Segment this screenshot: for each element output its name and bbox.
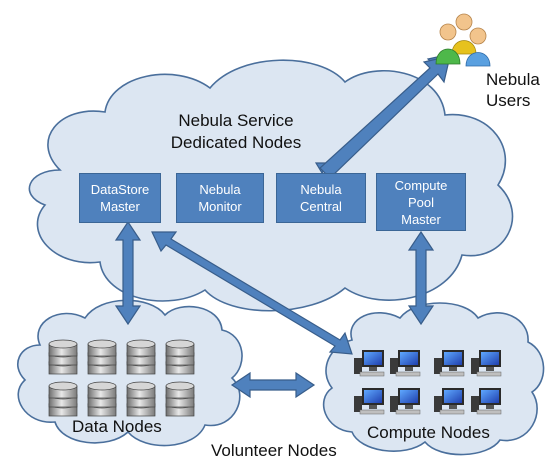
database-icon [165, 339, 195, 375]
users-label: Nebula Users [486, 69, 540, 111]
arrow-datastore-computenodes [151, 231, 353, 355]
computer-icon [390, 350, 421, 377]
compute-pool-master-line2: Pool [407, 194, 435, 210]
users-group-icon [435, 13, 491, 67]
database-icon [87, 339, 117, 375]
computer-icon [434, 350, 465, 377]
compute-nodes-label: Compute Nodes [367, 423, 490, 442]
computer-icon [354, 350, 385, 377]
volunteer-nodes-label: Volunteer Nodes [211, 441, 337, 460]
database-icons [48, 339, 195, 417]
nebula-central-box: Nebula Central [276, 173, 366, 223]
compute-pool-master-box: Compute Pool Master [376, 173, 466, 231]
database-icon [126, 339, 156, 375]
data-nodes-label: Data Nodes [72, 417, 162, 436]
nebula-central-line1: Nebula [300, 182, 342, 197]
arrow-central-to-users [319, 55, 451, 179]
computer-icon [471, 350, 502, 377]
datastore-master-line1: DataStore [90, 182, 150, 197]
nebula-monitor-line2: Monitor [198, 199, 242, 214]
nebula-central-line2: Central [300, 199, 342, 214]
computer-icons [354, 350, 502, 415]
service-cloud [28, 59, 514, 312]
users-label-line1: Nebula [486, 70, 540, 89]
compute-nodes-cloud [322, 302, 545, 456]
nebula-monitor-box: Nebula Monitor [176, 173, 264, 223]
compute-pool-master-line3: Master [401, 211, 441, 227]
datastore-master-line2: Master [100, 199, 140, 214]
users-label-line2: Users [486, 91, 531, 110]
arrow-data-compute [230, 371, 316, 399]
nebula-monitor-line1: Nebula [199, 182, 241, 197]
service-cloud-title-line1: Nebula Service [178, 111, 294, 130]
database-icon [126, 381, 156, 417]
arrow-pool-computenodes [407, 230, 435, 326]
computer-icon [471, 388, 502, 415]
database-icon [48, 339, 78, 375]
service-cloud-title-line2: Dedicated Nodes [170, 133, 302, 152]
compute-pool-master-line1: Compute [394, 177, 448, 193]
service-cloud-title: Nebula Service Dedicated Nodes [166, 110, 306, 154]
database-icon [48, 381, 78, 417]
datastore-master-box: DataStore Master [79, 173, 161, 223]
database-icon [87, 381, 117, 417]
computer-icon [354, 388, 385, 415]
arrow-datastore-datanodes [114, 220, 142, 326]
database-icon [165, 381, 195, 417]
computer-icon [434, 388, 465, 415]
computer-icon [390, 388, 421, 415]
